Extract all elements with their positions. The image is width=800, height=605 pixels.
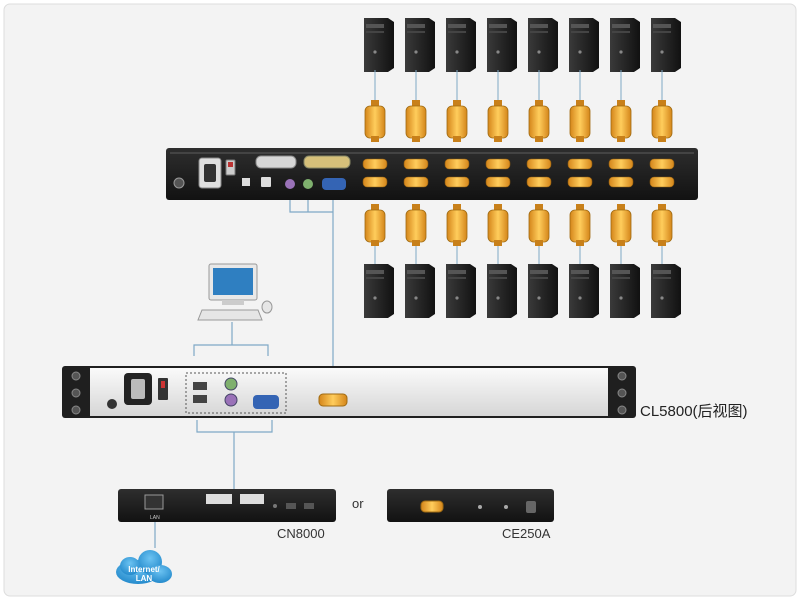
indicator-led-icon [504,505,508,509]
cn8000-label: CN8000 [277,526,325,541]
port-group-outline [185,372,287,414]
computer-tower-icon [487,264,517,318]
kvm-cable-connector-icon [528,204,550,246]
kvm-port-icon [526,158,552,170]
usb-port-icon [193,382,207,390]
kvm-port-icon [362,176,388,188]
ground-screw-icon [107,399,117,409]
power-switch-icon [158,378,168,400]
kvm-port-icon [608,158,634,170]
computer-tower-icon [651,264,681,318]
top-computers-row [364,18,681,72]
kvm-port-grid [362,158,675,188]
kvm-port-icon [485,158,511,170]
kvm-port-icon [403,176,429,188]
db-connector-icon [303,155,351,169]
ps2-port-purple-icon [285,179,295,189]
lan-port-icon [144,494,164,510]
vga-port-icon [322,178,346,190]
kvm-port-icon [444,176,470,188]
mouse-icon [261,300,273,314]
computer-tower-icon [405,18,435,72]
indicator-led-icon [273,504,277,508]
ground-screw-icon [173,177,185,189]
kvm-cable-connector-icon [528,100,550,142]
cl5800-console-rear [62,366,636,418]
ps2-port-green-icon [224,377,238,391]
ce250a-device [387,489,554,522]
computer-tower-icon [364,264,394,318]
kvm-cable-connector-icon [364,204,386,246]
computer-tower-icon [364,18,394,72]
db-connector-icon [206,494,232,504]
kvm-port-icon [444,158,470,170]
cn8000-device: LAN [118,489,336,522]
kvm-port-icon [362,158,388,170]
kvm-port-icon [403,158,429,170]
kvm-cable-connector-icon [405,100,427,142]
pc-workstation [197,263,273,321]
kvm-cable-connector-icon [364,100,386,142]
kvm-cable-connector-icon [610,100,632,142]
computer-tower-icon [528,18,558,72]
kvm-switch-rear [166,148,698,200]
computer-tower-icon [610,264,640,318]
ps2-port-green-icon [303,179,313,189]
usb-port-icon [261,177,271,187]
cn8000-port-label: LAN [150,515,160,521]
kvm-cable-connector-icon [446,204,468,246]
cloud-label: Internet/ LAN [128,565,160,583]
kvm-cable-connector-icon [487,100,509,142]
or-label: or [352,496,364,511]
keyboard-icon [197,309,263,321]
kvm-port-icon [526,176,552,188]
kvm-port-icon [567,158,593,170]
kvm-cable-connector-icon [405,204,427,246]
kvm-cable-connector-icon [651,100,673,142]
computer-tower-icon [651,18,681,72]
kvm-port-icon [649,176,675,188]
kvm-cable-connector-icon [610,204,632,246]
indicator-led-icon [478,505,482,509]
kvm-port-icon [608,176,634,188]
computer-tower-icon [405,264,435,318]
kvm-cable-connector-icon [446,100,468,142]
kvm-port-icon [567,176,593,188]
power-jack-icon [242,178,250,186]
kvm-port-icon [485,176,511,188]
ps2-port-icon [286,503,296,509]
computer-tower-icon [569,264,599,318]
top-connectors-row [364,70,673,142]
cl5800-label: CL5800(后视图) [640,403,748,420]
computer-tower-icon [487,18,517,72]
kvm-cable-connector-icon [569,100,591,142]
bottom-computers-row [364,264,681,318]
computer-tower-icon [610,18,640,72]
ps2-port-purple-icon [224,393,238,407]
vga-port-icon [253,395,279,409]
bottom-connectors-row [364,204,673,264]
ce250a-label: CE250A [502,526,551,541]
kvm-port-connector-icon [318,393,348,407]
kvm-cable-connector-icon [651,204,673,246]
db-connector-icon [255,155,297,169]
computer-tower-icon [446,264,476,318]
power-jack-icon [526,501,536,513]
computer-tower-icon [569,18,599,72]
pc-bracket-cable [193,344,269,356]
computer-tower-icon [446,18,476,72]
kvm-port-icon [649,158,675,170]
kvm-cable-connector-icon [569,204,591,246]
db-connector-icon [240,494,264,504]
kvm-cable-connector-icon [487,204,509,246]
usb-port-icon [304,503,314,509]
computer-tower-icon [528,264,558,318]
kvm-port-connector-icon [420,500,444,513]
cloud-icon [116,550,172,584]
usb-port-icon [193,395,207,403]
